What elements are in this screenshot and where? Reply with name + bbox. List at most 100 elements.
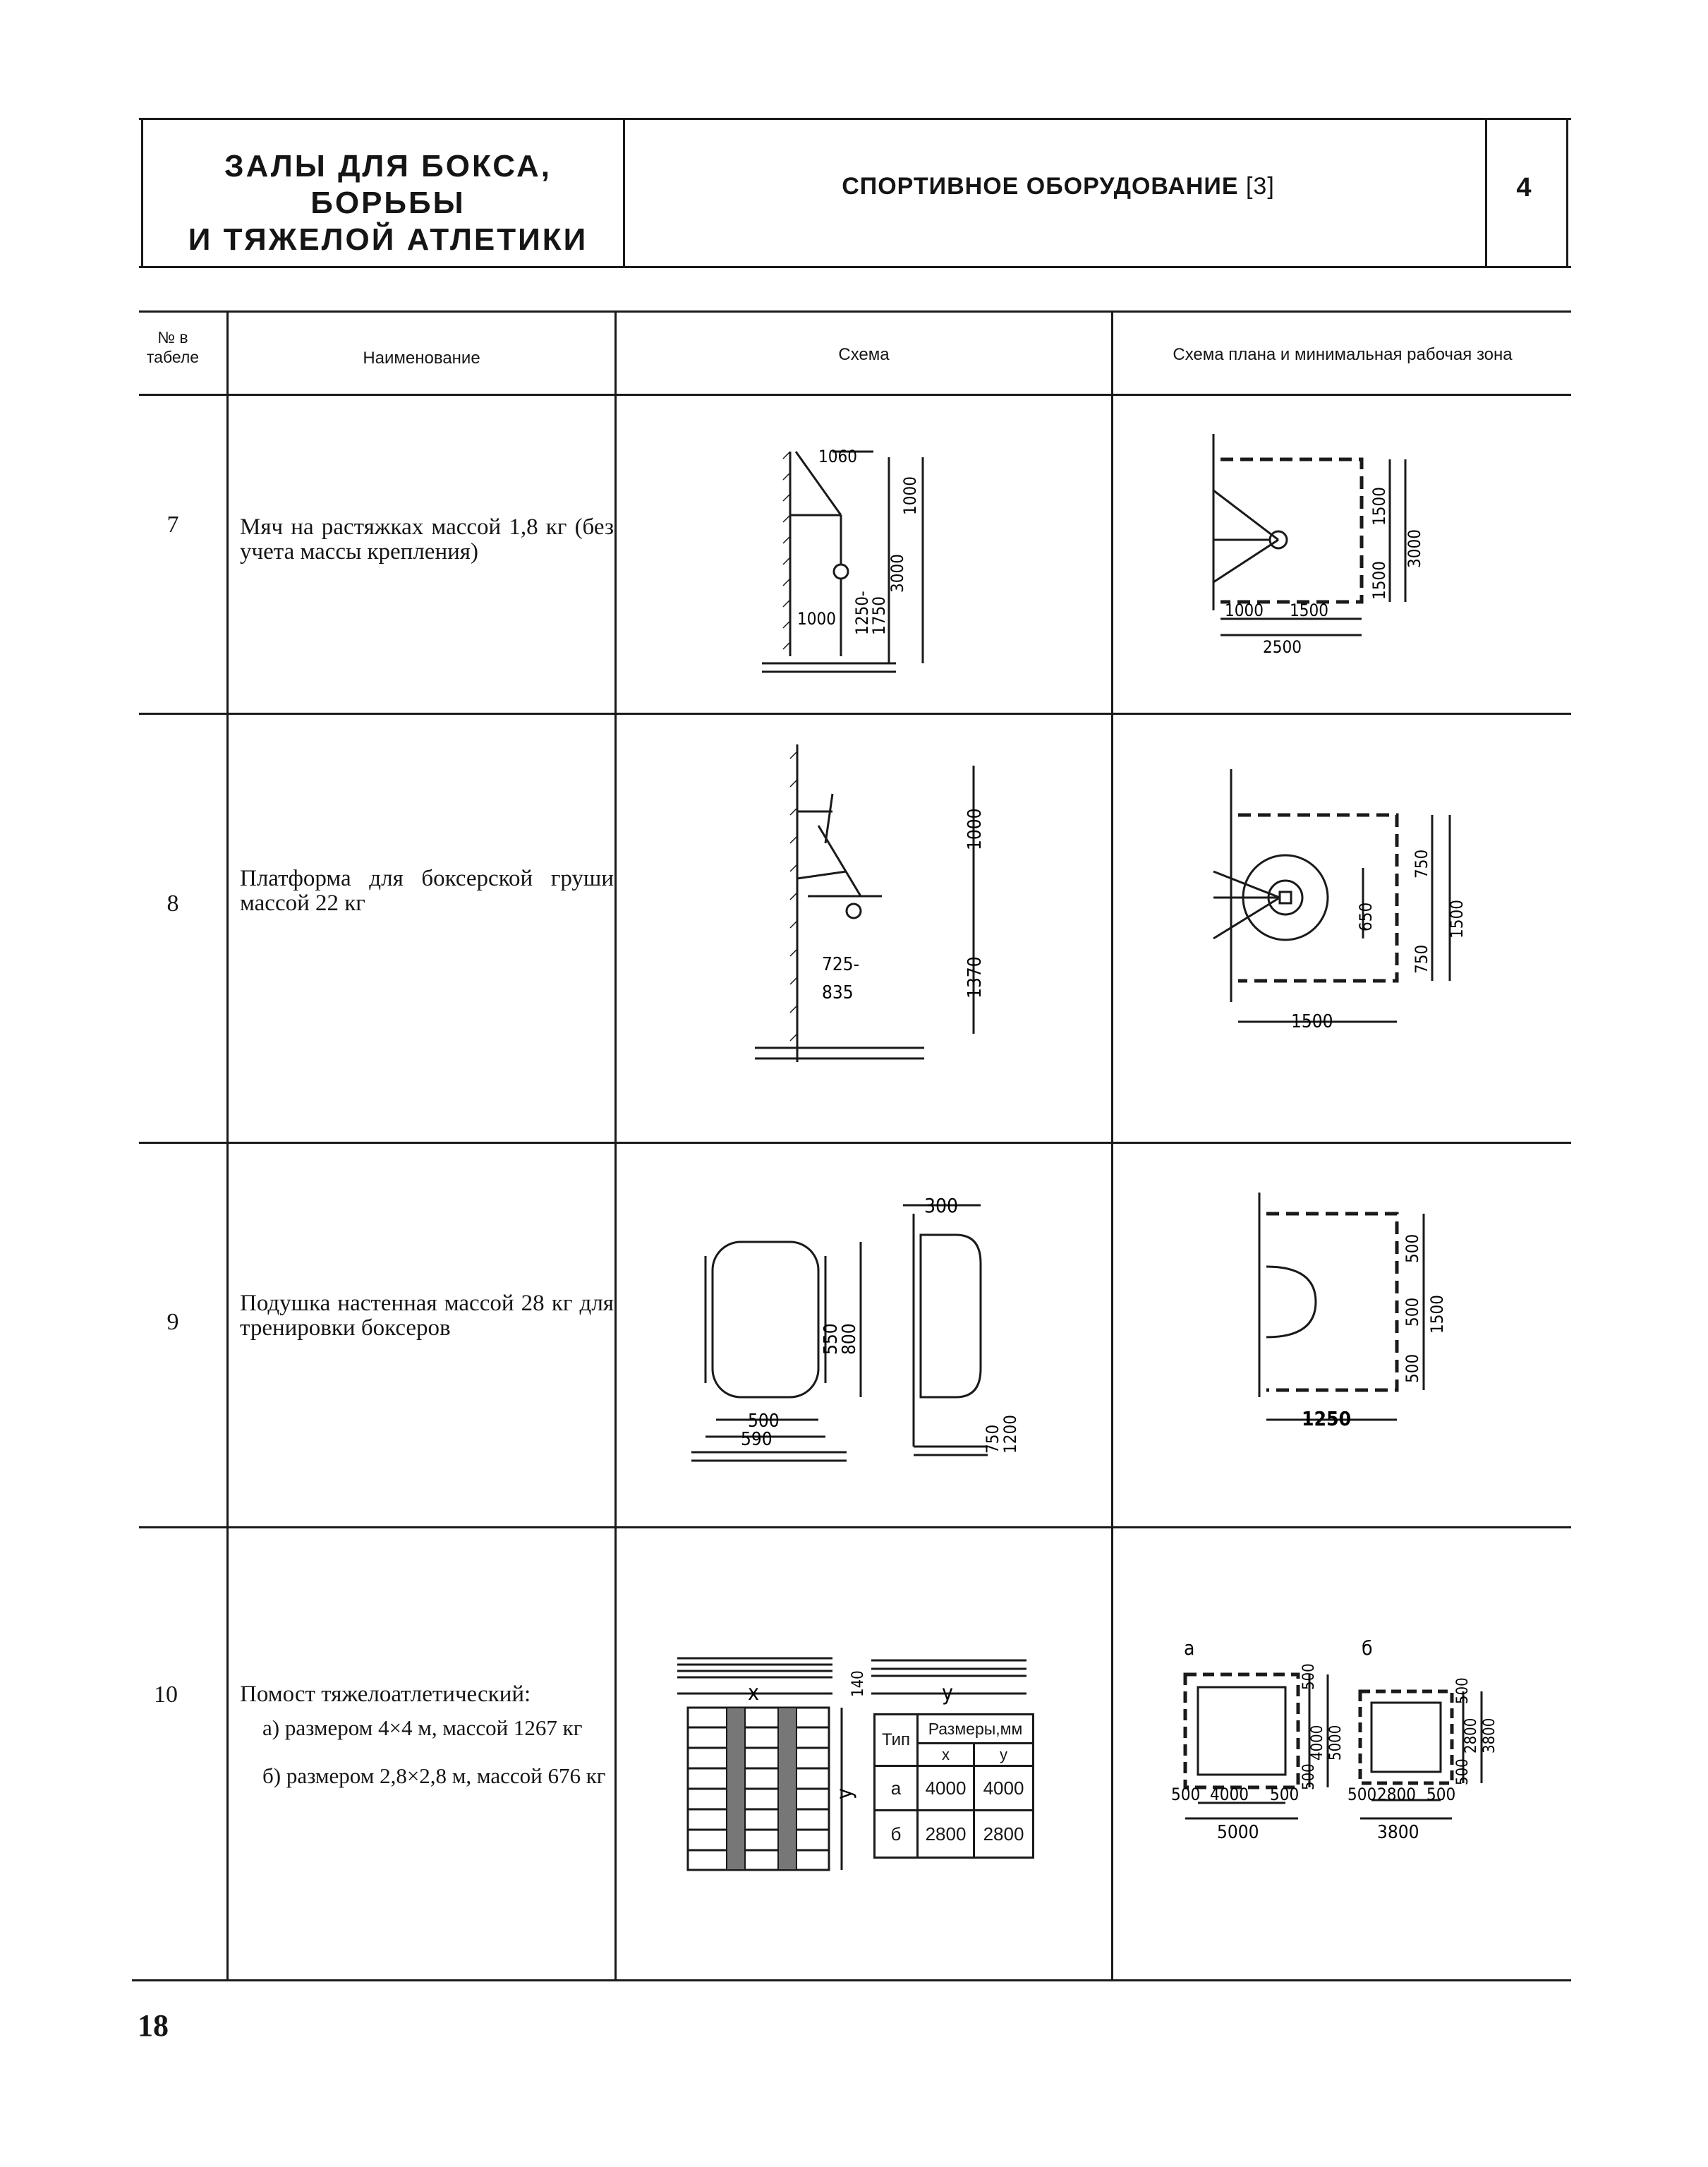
row-9-description: Подушка настенная массой 28 кг для трени… (240, 1291, 614, 1341)
row-9-scheme-side-drawing: 300 750 1200 (903, 1194, 1020, 1456)
title-line-1: ЗАЛЫ ДЛЯ БОКСА, (224, 149, 552, 183)
row-9-scheme-dim-3: 800 (839, 1323, 860, 1355)
row-10-plan-b-drawing: б 500 2800 3800 500 500 2800 3800 500 (1347, 1636, 1498, 1843)
row-8-plan-dim-2: 750 (1412, 850, 1431, 879)
plan-a-dim-7: 5000 (1327, 1725, 1345, 1761)
row-10-label-y-top: у (942, 1681, 953, 1706)
row-9-scheme-dim-6: 750 (983, 1425, 1003, 1454)
row-8-plan-dim-4: 1500 (1447, 900, 1467, 938)
row-7-plan-drawing: 1500 1500 3000 1000 1500 2500 (1212, 434, 1424, 657)
column-header-name: Наименование (363, 349, 480, 368)
page-number: 18 (138, 2008, 169, 2043)
row-7-scheme-dim-6: 3000 (888, 554, 907, 593)
row-7-scheme-drawing: 1060 1000 1000 1250- 1750 3000 (762, 447, 924, 673)
plan-b-dim-7: 3800 (1481, 1718, 1498, 1753)
size-table-y-header: у (975, 1744, 1032, 1767)
plan-b-dim-1: 500 (1347, 1785, 1376, 1804)
header-top-rule (139, 118, 1571, 120)
row-9-plan-dim-5: 1250 (1302, 1407, 1351, 1430)
row-7-scheme-dim-2: 1000 (900, 476, 920, 515)
row-9-scheme-front-drawing: 550 800 500 590 (691, 1241, 862, 1462)
row-9-bottom-rule (139, 1526, 1571, 1528)
plan-a-dim-5: 500 (1300, 1663, 1318, 1690)
row-9-plan-dim-3: 500 (1403, 1234, 1422, 1263)
table-top-rule (139, 310, 1571, 313)
sheet-number: 4 (1516, 173, 1532, 203)
plan-a-label: а (1184, 1636, 1194, 1660)
size-table-row-a-type: а (876, 1767, 919, 1811)
header-divider-1 (623, 120, 625, 266)
row-7-bottom-rule (139, 713, 1571, 715)
plan-a-dim-2: 4000 (1210, 1785, 1249, 1804)
row-7-plan-dim-1: 1500 (1369, 561, 1389, 600)
section-title: СПОРТИВНОЕ ОБОРУДОВАНИЕ [3] (635, 173, 1482, 200)
row-9-plan-dim-1: 500 (1403, 1354, 1422, 1383)
column-header-scheme: Схема (838, 345, 890, 364)
row-8-scheme-dim-2: 1370 (964, 956, 986, 998)
row-8-plan-dim-3: 750 (1412, 945, 1431, 974)
column-header-number: № в табеле (146, 328, 200, 366)
row-number-10: 10 (154, 1682, 178, 1708)
row-8-scheme-dim-3: 725- (822, 954, 859, 975)
row-9-plan-dim-2: 500 (1403, 1298, 1422, 1327)
row-8-plan-dim-1: 650 (1356, 903, 1376, 931)
row-number-8: 8 (166, 891, 179, 917)
size-table-x-header: х (919, 1744, 975, 1767)
column-divider-1 (226, 310, 229, 1981)
header-left-border (141, 120, 143, 266)
column-header-plan: Схема плана и минимальная рабочая зона (1173, 345, 1513, 364)
row-10-size-table: Тип Размеры,мм х у а 4000 4000 б 2800 28… (873, 1713, 1034, 1859)
plan-a-dim-6: 4000 (1309, 1725, 1326, 1761)
row-10-variant-a: а) размером 4×4 м, массой 1267 кг (262, 1715, 583, 1740)
row-number-9: 9 (166, 1309, 179, 1335)
plan-a-dim-8: 500 (1300, 1763, 1318, 1790)
row-7-scheme-dim-3: 1000 (797, 609, 836, 629)
section-name: СПОРТИВНОЕ ОБОРУДОВАНИЕ (842, 173, 1239, 200)
column-divider-3 (1111, 310, 1113, 1981)
row-8-plan-drawing: 650 750 750 1500 1500 (1213, 769, 1467, 1032)
row-10-scheme-drawing: х у у 140 (677, 1657, 1026, 1871)
title-line-3: И ТЯЖЕЛОЙ АТЛЕТИКИ (188, 222, 588, 257)
row-10-label-x: х (748, 1681, 759, 1706)
page-title: ЗАЛЫ ДЛЯ БОКСА, БОРЬБЫ И ТЯЖЕЛОЙ АТЛЕТИК… (148, 148, 628, 258)
plan-b-dim-4: 500 (1427, 1785, 1455, 1804)
plan-b-dim-8: 500 (1454, 1758, 1472, 1785)
row-10-variant-b: б) размером 2,8×2,8 м, массой 676 кг (262, 1763, 606, 1788)
row-10-description: Помост тяжелоатлетический: (240, 1682, 531, 1707)
size-table-row-b-y: 2800 (983, 1823, 1024, 1845)
row-9-scheme-dim-5: 590 (741, 1429, 773, 1450)
plan-b-dim-2: 2800 (1377, 1785, 1416, 1804)
title-line-2: БОРЬБЫ (310, 186, 466, 220)
row-7-plan-dim-6: 2500 (1263, 637, 1302, 657)
size-table-row-a-x: 4000 (919, 1767, 975, 1811)
row-9-scheme-dim-2: 550 (820, 1323, 842, 1355)
plan-a-dim-3: 5000 (1217, 1822, 1259, 1843)
size-table-row-b-x: 2800 (919, 1811, 975, 1857)
row-number-7: 7 (166, 512, 179, 538)
row-9-plan-dim-4: 1500 (1427, 1295, 1447, 1334)
size-table-row-b-type: б (876, 1811, 919, 1857)
row-8-scheme-dim-1: 1000 (964, 808, 986, 850)
row-7-scheme-dim-1: 1060 (818, 447, 857, 466)
size-table-dims-header: Размеры,мм (919, 1715, 1032, 1744)
row-10-label-thickness: 140 (849, 1670, 867, 1697)
row-10-label-y-side: у (832, 1788, 857, 1799)
row-9-plan-drawing: 500 500 500 1500 1250 (1258, 1193, 1447, 1430)
row-8-scheme-drawing: 1000 1370 725- 835 (755, 744, 986, 1062)
row-7-plan-dim-2: 1500 (1369, 487, 1389, 526)
row-8-description: Платформа для боксерской груши массой 22… (240, 866, 614, 916)
row-9-scheme-dim-7: 1200 (1000, 1415, 1020, 1454)
row-7-plan-dim-4: 1000 (1225, 600, 1264, 620)
header-bottom-rule (139, 266, 1571, 268)
size-table-row-a-y: 4000 (975, 1767, 1032, 1811)
row-7-scheme-dim-5: 1750 (869, 596, 889, 635)
plan-b-dim-6: 2800 (1462, 1718, 1480, 1753)
row-7-scheme-dim-4: 1250- (852, 591, 872, 635)
plan-b-label: б (1362, 1636, 1373, 1660)
row-7-description: Мяч на растяжках массой 1,8 кг (без учет… (240, 514, 614, 565)
row-9-scheme-dim-1: 300 (924, 1194, 958, 1217)
row-8-scheme-dim-4: 835 (822, 982, 854, 1003)
row-7-plan-dim-5: 1500 (1290, 600, 1328, 620)
plan-a-dim-4: 500 (1270, 1785, 1299, 1804)
plan-b-dim-5: 500 (1454, 1677, 1472, 1704)
